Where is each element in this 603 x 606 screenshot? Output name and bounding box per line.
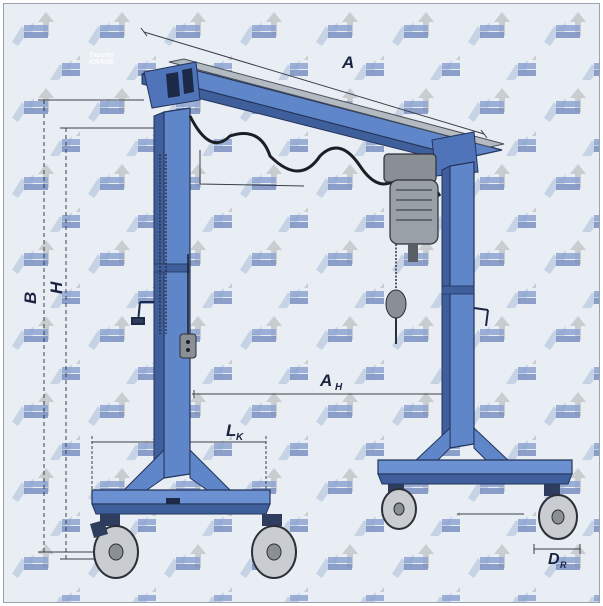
control-pendant <box>179 254 197 359</box>
left-base <box>91 489 271 505</box>
dimension-labels: A B H A H L K D R <box>21 53 567 570</box>
wheel-rear-left <box>381 484 417 530</box>
right-column <box>449 161 475 449</box>
wheel-front-left <box>90 514 139 579</box>
watermark-line1: Tauche <box>89 52 113 59</box>
right-base <box>377 459 573 475</box>
watermark-labels: Tauche KRANE <box>89 52 114 66</box>
wheel-rear-right <box>538 484 578 540</box>
label-Dr: D <box>548 551 560 568</box>
wheel-front-right <box>251 514 297 579</box>
dimension-lines <box>38 27 581 560</box>
label-An-sub: H <box>335 382 343 393</box>
label-Dr-sub: R <box>560 560 567 570</box>
top-rail <box>168 58 505 148</box>
watermark-line2: KRANE <box>89 59 114 66</box>
diagram-frame: Tauche KRANE <box>3 3 600 603</box>
right-crank <box>473 307 489 327</box>
label-Lk: L <box>226 421 236 440</box>
gantry-crane <box>90 58 578 579</box>
label-A: A <box>341 53 354 72</box>
label-B: B <box>21 292 40 304</box>
left-chain <box>159 154 167 334</box>
left-crank <box>131 301 154 325</box>
label-Lk-sub: K <box>236 432 244 443</box>
label-An: A <box>319 371 332 390</box>
hoist <box>383 153 439 344</box>
gantry-crane-diagram: Tauche KRANE <box>4 4 599 602</box>
left-column <box>163 107 191 479</box>
label-H: H <box>47 281 66 294</box>
